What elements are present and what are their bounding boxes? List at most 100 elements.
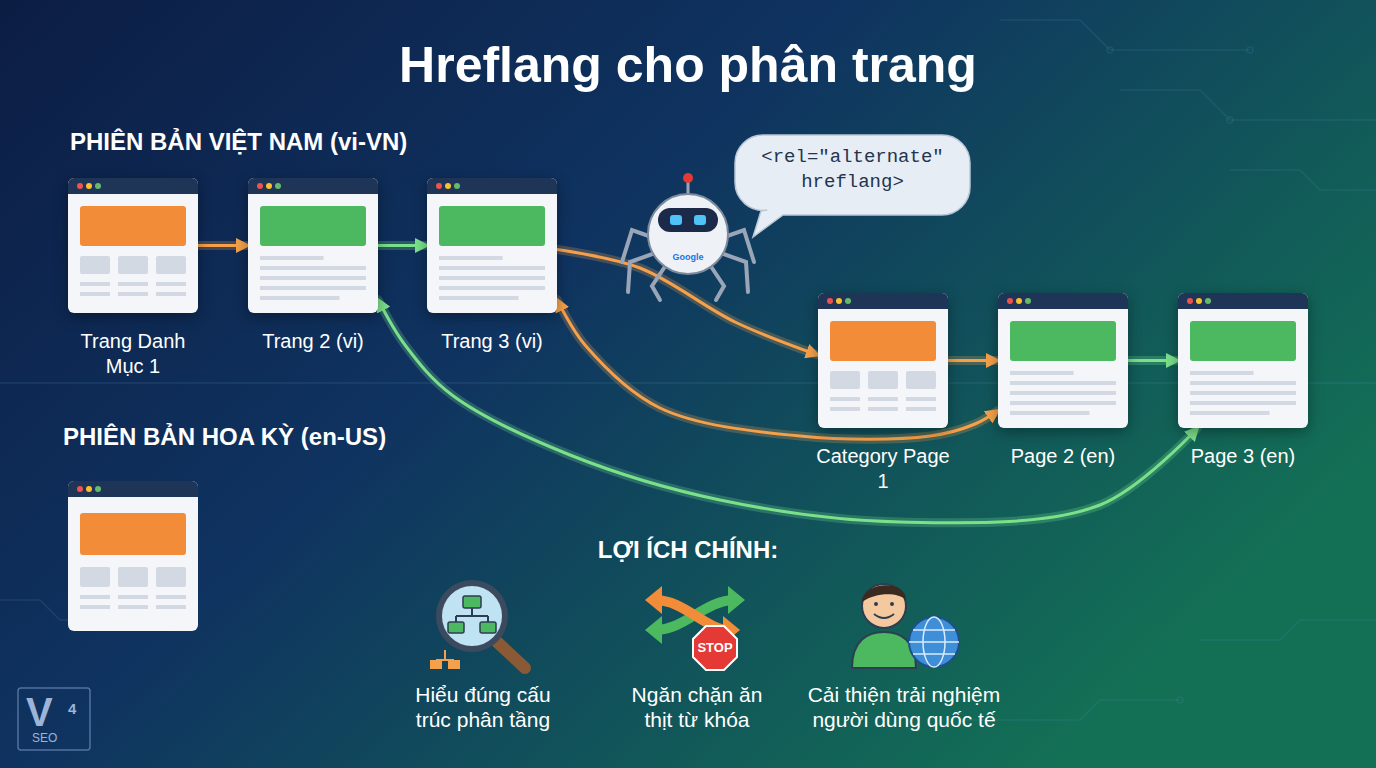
page-mockup-en-us-part [95,486,101,492]
window-body [998,293,1128,428]
robot-body [648,194,728,274]
window-dot [1007,298,1013,304]
window-body [68,178,198,313]
benefits-heading: LỢI ÍCH CHÍNH: [538,536,838,565]
window-dot [845,298,851,304]
window-drawing [818,293,948,428]
circuit-decoration-part [1227,117,1233,123]
text-line [439,296,519,300]
text-line [1010,411,1090,415]
text-line [260,286,366,290]
hero-block [1010,321,1116,361]
robot-eye [670,215,682,225]
text-line [830,397,860,401]
window-bar [427,178,557,194]
text-line [1190,411,1270,415]
page-mockup-en-us-part [86,486,92,492]
circuit-decoration-part [1120,90,1376,120]
person-globe-icon-part [874,614,894,618]
person-globe-icon-part [890,602,894,606]
thumb-block [830,371,860,389]
bubble-outline [735,135,970,237]
text-line [156,292,186,296]
watermark-frame [18,688,90,750]
connector-glow [378,241,427,250]
text-line [439,266,545,270]
benefit-caption: Hiểu đúng cấu trúc phân tầng [398,682,568,732]
page-mockup: Trang 3 (vi) [427,178,557,313]
circuit-decoration-part [1177,697,1183,703]
connector-glow [948,356,998,365]
window-bar [818,293,948,309]
hero-block [260,206,366,246]
robot-eye [694,215,706,225]
text-line [1010,401,1116,405]
page-mockup-en-us-part [118,595,148,599]
watermark: V [26,688,66,736]
page-mockup-en-us [68,481,198,631]
text-line [260,276,366,280]
magnifier-hierarchy-icon-part [463,596,481,608]
window-dot [1025,298,1031,304]
text-line [1190,391,1296,395]
window-dot [1016,298,1022,304]
magnifier-hierarchy-icon-part [439,583,505,649]
separator-line [0,383,1376,384]
page-mockup-en-us-part [68,481,198,497]
window-drawing [68,178,198,313]
magnifier-hierarchy-icon-part [430,660,442,669]
magnifier-hierarchy-icon-part [436,650,454,660]
window-dot [77,183,83,189]
text-line [1190,401,1296,405]
window-body [1178,293,1308,428]
person-globe-icon-part [909,641,959,643]
text-line [906,407,936,411]
circuit-decoration-part [1200,620,1376,640]
page-caption: Page 2 (en) [993,444,1133,469]
connector-glow [1128,356,1178,365]
window-body [248,178,378,313]
page-mockup-en-us-part [80,595,110,599]
text-line [118,282,148,286]
circuit-decoration-part [1247,47,1253,53]
section-label: PHIÊN BẢN VIỆT NAM (vi-VN) [70,128,590,157]
browser-window [68,178,198,313]
text-line [439,286,545,290]
stop-sign-text: STOP [690,640,740,656]
browser-window [248,178,378,313]
page-mockup: Category Page 1 [818,293,948,428]
text-line [1190,381,1296,385]
magnifier-hierarchy-icon-part [495,640,525,668]
page-caption: Trang 2 (vi) [243,329,383,354]
text-line [906,397,936,401]
magnifier-hierarchy-icon-part [456,608,488,622]
window-dot [836,298,842,304]
connector-arrow [378,300,1198,523]
page-mockup-en-us-part [77,486,83,492]
page-mockup-en-us-part [118,567,148,587]
text-line [260,266,366,270]
page-caption: Trang Danh Mục 1 [63,329,203,379]
browser-window [427,178,557,313]
text-line [830,407,860,411]
text-line [868,407,898,411]
browser-window [1178,293,1308,428]
window-bar [248,178,378,194]
watermark: SEO [32,731,82,745]
person-globe-icon-part [909,617,959,667]
diagram-title: Hreflang cho phân trang [0,36,1376,94]
window-bar [1178,293,1308,309]
connector-arrow [948,359,998,362]
person-globe-icon [852,584,959,668]
page-mockup: Page 3 (en) [1178,293,1308,428]
window-dot [86,183,92,189]
window-dot [95,183,101,189]
page-caption: Trang 3 (vi) [422,329,562,354]
benefit-caption: Ngăn chặn ăn thịt từ khóa [617,682,777,732]
page-mockup-en-us-part [156,605,186,609]
page-caption: Page 3 (en) [1173,444,1313,469]
circuit-decoration-part [1000,20,1250,50]
